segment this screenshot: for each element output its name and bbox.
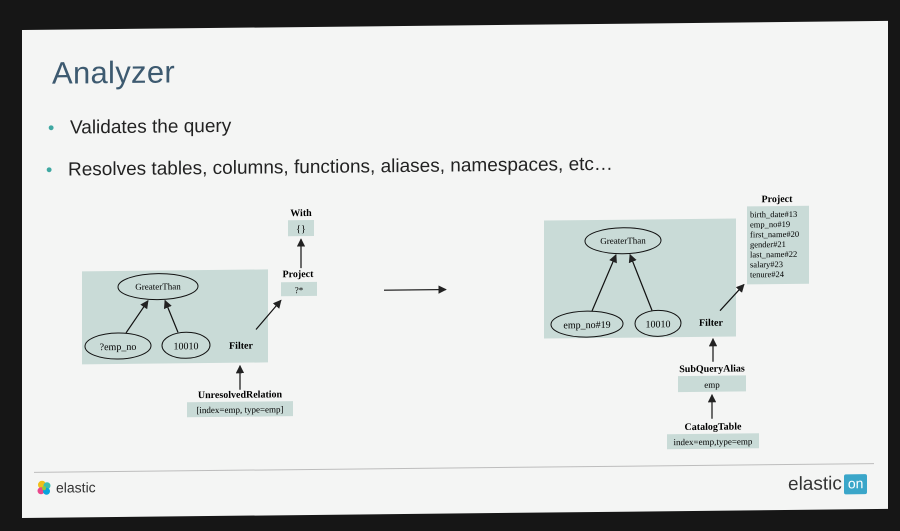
with-value: {} <box>296 224 306 235</box>
slide: Analyzer • Validates the query • Resolve… <box>22 20 888 518</box>
left-edge-value <box>163 299 179 333</box>
elastic-logo: elastic <box>36 479 96 496</box>
left-operand-node <box>84 332 152 360</box>
subquery-title: SubQueryAlias <box>679 363 745 375</box>
subquery-box <box>678 375 746 393</box>
transform-arrow <box>384 285 447 294</box>
catalog-title: CatalogTable <box>685 421 742 433</box>
right-project-col-6: salary#23 <box>750 259 783 269</box>
right-edge-operand <box>591 254 617 312</box>
subquery-value: emp <box>704 380 720 390</box>
catalog-value: index=emp,type=emp <box>674 436 753 447</box>
right-value-label: 10010 <box>646 319 671 330</box>
left-greaterthan-label: GreaterThan <box>135 281 181 291</box>
edge-right-filter-project <box>719 283 745 312</box>
edge-filter-project <box>255 299 282 330</box>
left-operand-label: ?emp_no <box>100 342 137 353</box>
right-filter-label: Filter <box>699 318 723 329</box>
left-project-label: Project <box>283 269 315 280</box>
relation-box <box>187 401 293 418</box>
right-operand-label: emp_no#19 <box>563 320 610 331</box>
right-operand-node <box>550 310 624 338</box>
right-project-col-7: tenure#24 <box>750 269 785 279</box>
right-greaterthan-label: GreaterThan <box>600 235 646 245</box>
left-project-box <box>281 281 317 297</box>
relation-title: UnresolvedRelation <box>198 389 283 401</box>
relation-value: [index=emp, type=emp] <box>196 404 283 415</box>
right-project-col-2: emp_no#19 <box>750 219 790 229</box>
left-value-node <box>161 331 211 359</box>
right-project-col-1: birth_date#13 <box>750 209 797 219</box>
elastic-logo-text: elastic <box>56 479 96 496</box>
elasticon-logo-text: elastic <box>788 473 842 495</box>
left-greaterthan-node <box>117 273 199 301</box>
right-project-label: Project <box>762 194 794 205</box>
elasticon-logo: elastic on <box>788 473 868 496</box>
left-filter-label: Filter <box>229 341 253 352</box>
left-filter-box <box>82 269 268 365</box>
plan-diagram: GreaterThan ?emp_no 10010 Filter Project… <box>82 194 809 450</box>
right-edge-value <box>628 253 653 311</box>
with-label: With <box>290 208 312 219</box>
right-project-col-4: gender#21 <box>750 239 786 249</box>
elasticon-logo-badge: on <box>843 474 868 495</box>
elastic-logo-icon <box>37 480 51 495</box>
right-greaterthan-node <box>584 227 662 255</box>
left-project-value: ?* <box>295 285 304 295</box>
with-box <box>288 219 314 237</box>
right-value-node <box>634 309 682 337</box>
right-project-box <box>747 205 809 285</box>
catalog-box <box>667 433 759 450</box>
right-project-col-5: last_name#22 <box>750 249 797 259</box>
right-project-col-3: first_name#20 <box>750 229 799 240</box>
left-edge-operand <box>125 299 149 334</box>
left-value-label: 10010 <box>174 341 199 352</box>
